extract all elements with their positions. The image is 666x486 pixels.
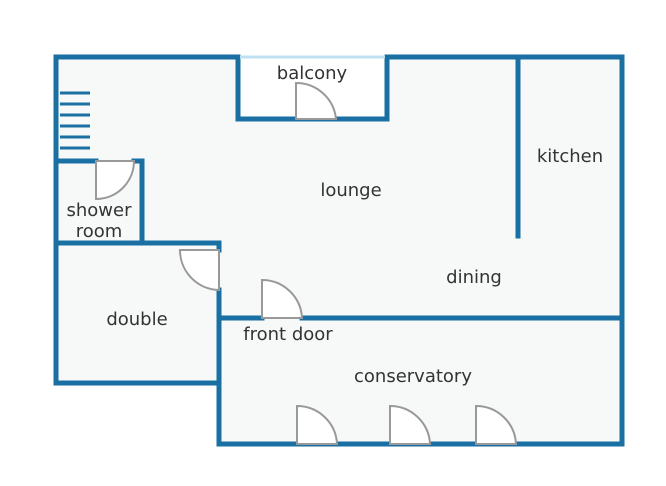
label-kitchen: kitchen bbox=[537, 146, 603, 167]
door-conservatory-1 bbox=[296, 404, 339, 445]
wall-shower-right bbox=[131, 158, 145, 244]
label-dining: dining bbox=[446, 267, 502, 288]
label-shower-room-line1: shower bbox=[67, 200, 133, 221]
door-front bbox=[261, 278, 304, 319]
wall-double-top bbox=[53, 240, 222, 253]
stairs bbox=[60, 91, 90, 150]
floor-areas bbox=[56, 57, 622, 444]
label-balcony: balcony bbox=[277, 63, 348, 84]
doors bbox=[95, 81, 518, 445]
label-double: double bbox=[106, 309, 167, 330]
label-conservatory: conservatory bbox=[354, 366, 472, 387]
wall-outer-left-top bbox=[53, 54, 625, 447]
door-shower bbox=[95, 160, 136, 201]
door-balcony bbox=[295, 81, 338, 120]
label-lounge: lounge bbox=[320, 180, 381, 201]
door-double bbox=[178, 249, 220, 292]
label-front-door: front door bbox=[243, 324, 333, 345]
door-conservatory-2 bbox=[389, 404, 432, 445]
label-shower-room-line2: room bbox=[76, 221, 123, 242]
door-conservatory-3 bbox=[475, 404, 518, 445]
